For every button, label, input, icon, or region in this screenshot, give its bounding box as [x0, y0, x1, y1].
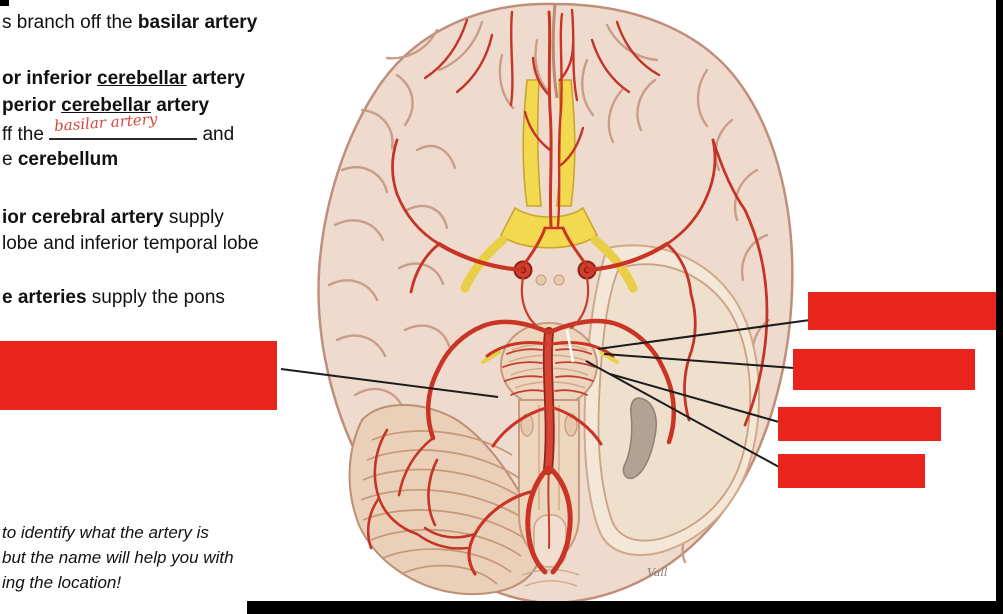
anterior-spinal-artery — [547, 469, 551, 549]
note-line-7: lobe and inferior temporal lobe — [2, 233, 259, 254]
superior-cerebellar-artery-right — [550, 341, 615, 358]
middle-cerebral-artery-right — [584, 241, 670, 273]
footer-note-line-1: to identify what the artery is — [2, 523, 209, 542]
note-line-2: or inferior cerebellar artery — [2, 68, 245, 89]
vertebral-artery-left — [525, 465, 551, 575]
optic-nerve-left — [522, 79, 542, 207]
crop-edge-right — [996, 0, 1003, 614]
anterior-inferior-cerebellar-artery-left — [491, 406, 548, 448]
redaction-box-right-3 — [778, 407, 941, 441]
mammillary-body-right — [553, 274, 565, 286]
cerebellar-surface-arteries — [366, 428, 477, 550]
anterior-cerebral-arteries — [521, 10, 589, 268]
gyri-sulci — [327, 20, 771, 564]
crop-corner-top-left — [0, 0, 9, 6]
note-line-5: e cerebellum — [2, 149, 119, 170]
pontine-arteries — [502, 348, 596, 396]
note-line-4-with-handwritten-answer: ff the basilar artery and — [2, 110, 234, 148]
fill-in-blank[interactable]: basilar artery — [49, 110, 198, 140]
note-line-1: s branch off the basilar artery — [2, 12, 258, 33]
footer-note-line-3: ing the location! — [2, 573, 122, 592]
posterior-communicating-left — [520, 276, 541, 330]
brain-illustration: Vall — [317, 2, 794, 605]
middle-cerebral-artery-left — [436, 241, 526, 273]
optic-tract-right — [590, 235, 638, 293]
cranial-nerve-left — [481, 350, 501, 364]
note-line-6: ior cerebral artery supply — [2, 207, 224, 228]
posterior-cerebral-artery-left — [426, 319, 551, 441]
cerebellum — [348, 403, 542, 596]
crop-edge-bottom — [247, 601, 1003, 614]
notes-column: s branch off the basilar artery or infer… — [0, 0, 320, 614]
note-line-8: e arteries supply the pons — [2, 287, 225, 308]
vertebral-artery-right — [547, 465, 573, 575]
redaction-box-right-4 — [778, 454, 925, 488]
redaction-box-left — [0, 341, 277, 410]
posterior-communicating-right — [569, 276, 590, 330]
note-line-3: perior cerebellar artery — [2, 95, 210, 116]
footer-note-line-2: but the name will help you with — [2, 548, 234, 567]
redaction-box-right-2 — [793, 349, 975, 390]
basilar-artery — [544, 328, 553, 474]
olive-left — [520, 413, 534, 437]
illustrator-signature: Vall — [647, 566, 668, 579]
frontal-artery-branches — [423, 8, 661, 167]
superior-cerebellar-artery-left — [485, 341, 548, 358]
redaction-box-right-1 — [808, 292, 997, 330]
mammillary-body-left — [535, 274, 547, 286]
